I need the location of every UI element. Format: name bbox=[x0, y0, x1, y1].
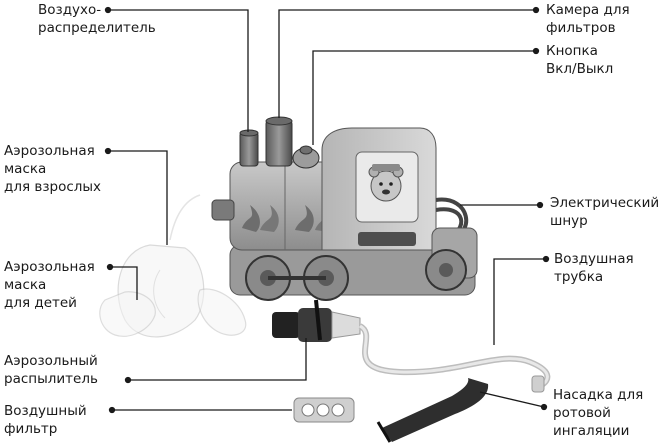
nebulizer-cup-illustration bbox=[272, 299, 361, 342]
label-air-tube: Воздушная трубка bbox=[554, 251, 634, 285]
air-tube-illustration bbox=[358, 323, 551, 393]
label-nebulizer: Аэрозольный распылитель bbox=[4, 353, 98, 387]
label-air-filter: Воздушный фильтр bbox=[4, 403, 87, 437]
label-power-cord: Электрический шнур bbox=[550, 195, 660, 229]
label-filter-chamber: Камера для фильтров bbox=[546, 2, 630, 36]
label-power-button: Кнопка Вкл/Выкл bbox=[546, 43, 614, 77]
label-air-distributor: Воздухо- распределитель bbox=[38, 2, 156, 36]
label-adult-mask: Аэрозольная маска для взрослых bbox=[4, 143, 102, 195]
child-mask-illustration bbox=[99, 288, 247, 337]
filter-chamber-chimney bbox=[265, 116, 293, 167]
mouthpiece-illustration bbox=[376, 378, 489, 443]
power-button-dome bbox=[292, 145, 320, 169]
label-child-mask: Аэрозольная маска для детей bbox=[4, 259, 95, 311]
air-filter-illustration bbox=[293, 397, 355, 423]
compressor-body bbox=[211, 127, 478, 296]
air-distributor-chimney bbox=[239, 129, 259, 167]
leader-lines bbox=[104, 6, 550, 414]
label-mouthpiece: Насадка для ротовой ингаляции bbox=[553, 387, 644, 439]
wheels bbox=[245, 249, 467, 301]
